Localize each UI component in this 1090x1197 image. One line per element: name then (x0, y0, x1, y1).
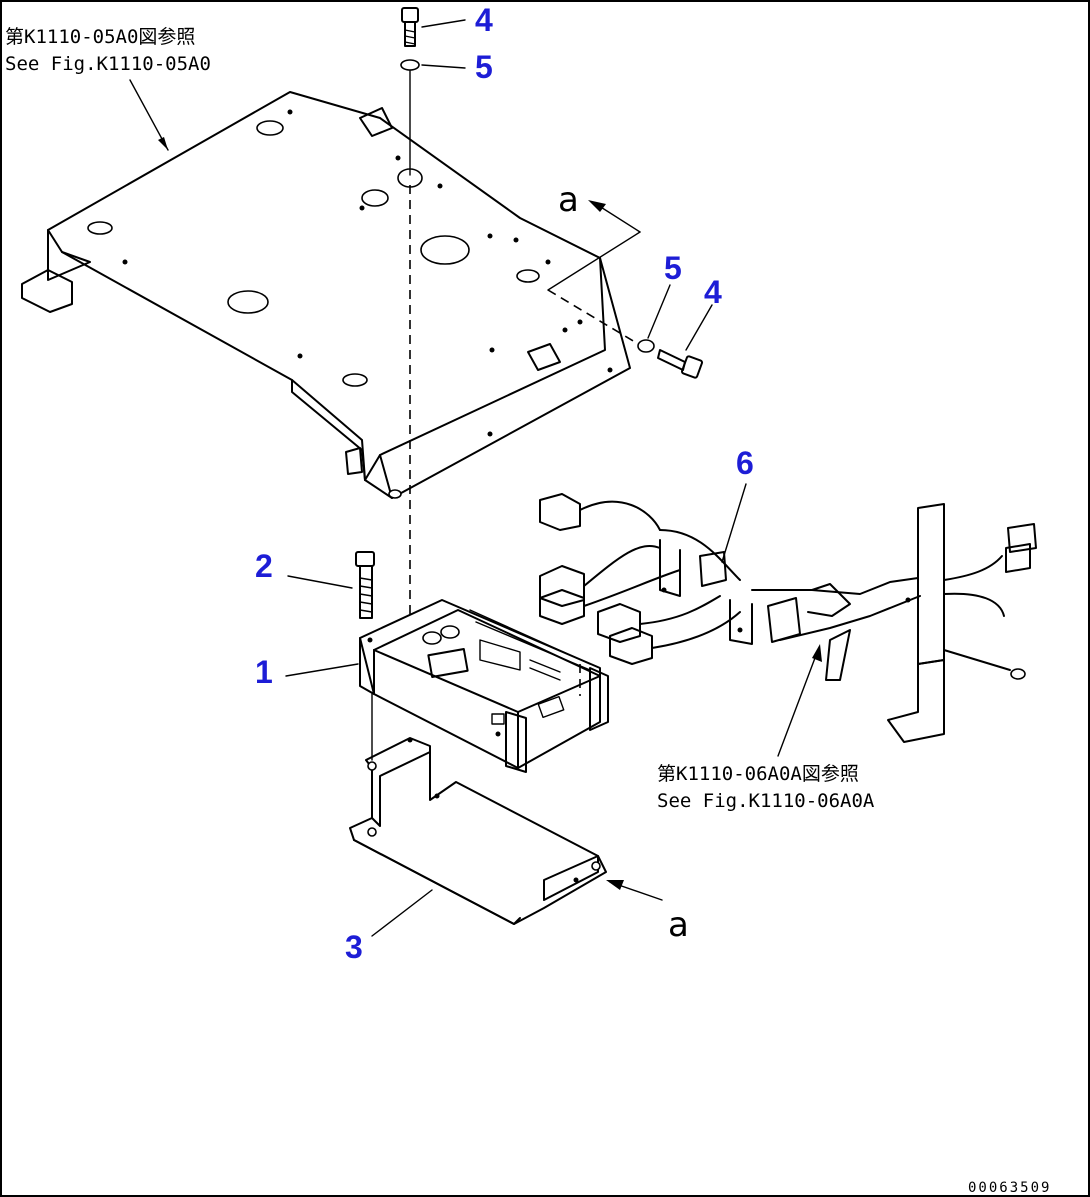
washer-top (400, 59, 420, 71)
floor-plate-reference-en: See Fig.K1110-05A0 (5, 53, 211, 75)
view-a-marker-top: a (547, 180, 641, 291)
bolt-2 (355, 551, 375, 619)
floor-plate-reference-jp: 第K1110-05A0図参照 (5, 26, 195, 48)
callout-6: 6 (736, 445, 754, 481)
wiring-harness (539, 493, 1037, 743)
controller-unit (359, 599, 609, 773)
callout-1: 1 (255, 654, 273, 690)
harness-reference-jp: 第K1110-06A0A図参照 (657, 763, 859, 785)
callout-4-top: 4 (475, 2, 493, 38)
view-a-label-top: a (558, 180, 579, 220)
callout-5-top: 5 (475, 49, 493, 85)
floor-plate-reference: 第K1110-05A0図参照 See Fig.K1110-05A0 (5, 26, 211, 151)
bolt-top (401, 7, 419, 47)
floor-plate (21, 91, 631, 499)
callout-2: 2 (255, 548, 273, 584)
callout-4-side: 4 (704, 274, 722, 310)
drawing-code: 00063509 (968, 1180, 1051, 1196)
view-a-label-bottom: a (668, 905, 689, 945)
bolt-side (657, 349, 704, 379)
view-a-marker-bottom: a (606, 880, 689, 945)
harness-reference-en: See Fig.K1110-06A0A (657, 790, 875, 812)
callout-3: 3 (345, 929, 363, 965)
mounting-bracket (349, 693, 607, 925)
harness-reference: 第K1110-06A0A図参照 See Fig.K1110-06A0A (657, 644, 875, 812)
callout-5-side: 5 (664, 250, 682, 286)
washer-side (637, 339, 655, 353)
